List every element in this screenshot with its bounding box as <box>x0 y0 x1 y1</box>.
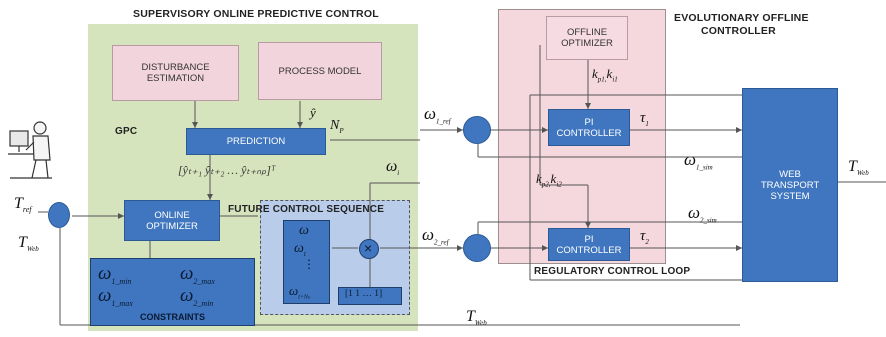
web-transport-system-block: WEB TRANSPORT SYSTEM <box>742 88 838 282</box>
control-sequence-vector <box>283 220 330 304</box>
pi-controller-2-block: PI CONTROLLER <box>548 228 630 261</box>
seq-dots: ⋮ <box>303 257 315 271</box>
omega1-ref-label: ω1_ref <box>424 104 451 126</box>
regulatory-title: REGULATORY CONTROL LOOP <box>534 266 691 277</box>
constraint-omega1-max: ω1_max <box>98 285 133 308</box>
constraint-omega2-min: ω2_min <box>180 285 214 308</box>
constraints-block <box>90 258 255 326</box>
gains-1-label: kp1,ki1 <box>592 66 618 84</box>
seq-omega-top: ω <box>299 223 309 238</box>
gpc-label: GPC <box>115 126 138 137</box>
evolutionary-title-line2: CONTROLLER <box>701 25 776 37</box>
tau1-label: τ1 <box>640 110 649 128</box>
pi-controller-1-block: PI CONTROLLER <box>548 109 630 146</box>
unit-vector-box <box>338 287 402 305</box>
prediction-block: PREDICTION <box>186 128 326 155</box>
process-model-block: PROCESS MODEL <box>258 42 382 100</box>
online-optimizer-block: ONLINE OPTIMIZER <box>124 200 220 241</box>
gains-2-label: kp2,ki2 <box>536 171 562 189</box>
supervisory-title: SUPERVISORY ONLINE PREDICTIVE CONTROL <box>133 8 379 20</box>
tau2-label: τ2 <box>640 228 649 246</box>
prediction-vector: [ŷₜ₊₁ ŷₜ₊₂ … ŷₜ₊ₙₚ]ᵀ <box>178 163 276 177</box>
y-hat-label: ŷ <box>310 105 316 120</box>
constraint-omega2-max: ω2_max <box>180 263 215 286</box>
omega-i-label: ωi <box>386 158 400 178</box>
np-label: NP <box>330 118 344 135</box>
omega2-ref-label: ω2_ref <box>422 225 449 247</box>
omega2-sim-label: ω2_sim <box>688 203 717 225</box>
t-web-left-label: TWeb <box>18 234 39 254</box>
multiply-symbol: × <box>364 240 373 256</box>
disturbance-estimation-block: DISTURBANCE ESTIMATION <box>112 45 239 101</box>
summing-junction-2 <box>463 234 491 262</box>
t-ref-label: Tref <box>14 195 32 215</box>
evolutionary-title-line1: EVOLUTIONARY OFFLINE <box>674 12 809 24</box>
seq-omega-mid: ωt <box>294 241 306 258</box>
future-sequence-title: FUTURE CONTROL SEQUENCE <box>228 204 385 215</box>
multiply-junction <box>359 239 379 259</box>
constraint-omega1-min: ω1_min <box>98 263 132 286</box>
offline-optimizer-block: OFFLINE OPTIMIZER <box>546 16 628 60</box>
seq-omega-bottom: ωt+Nₖ <box>289 283 311 301</box>
summing-junction-1 <box>463 116 491 144</box>
unit-vector-text: [1 1 … 1] <box>345 289 383 299</box>
t-web-output-label: TWeb <box>848 158 869 178</box>
t-web-bottom-label: TWeb <box>466 308 487 328</box>
constraints-label: CONSTRAINTS <box>140 312 205 322</box>
omega1-sim-label: ω1_sim <box>684 150 713 172</box>
reference-summing-junction <box>48 202 70 228</box>
